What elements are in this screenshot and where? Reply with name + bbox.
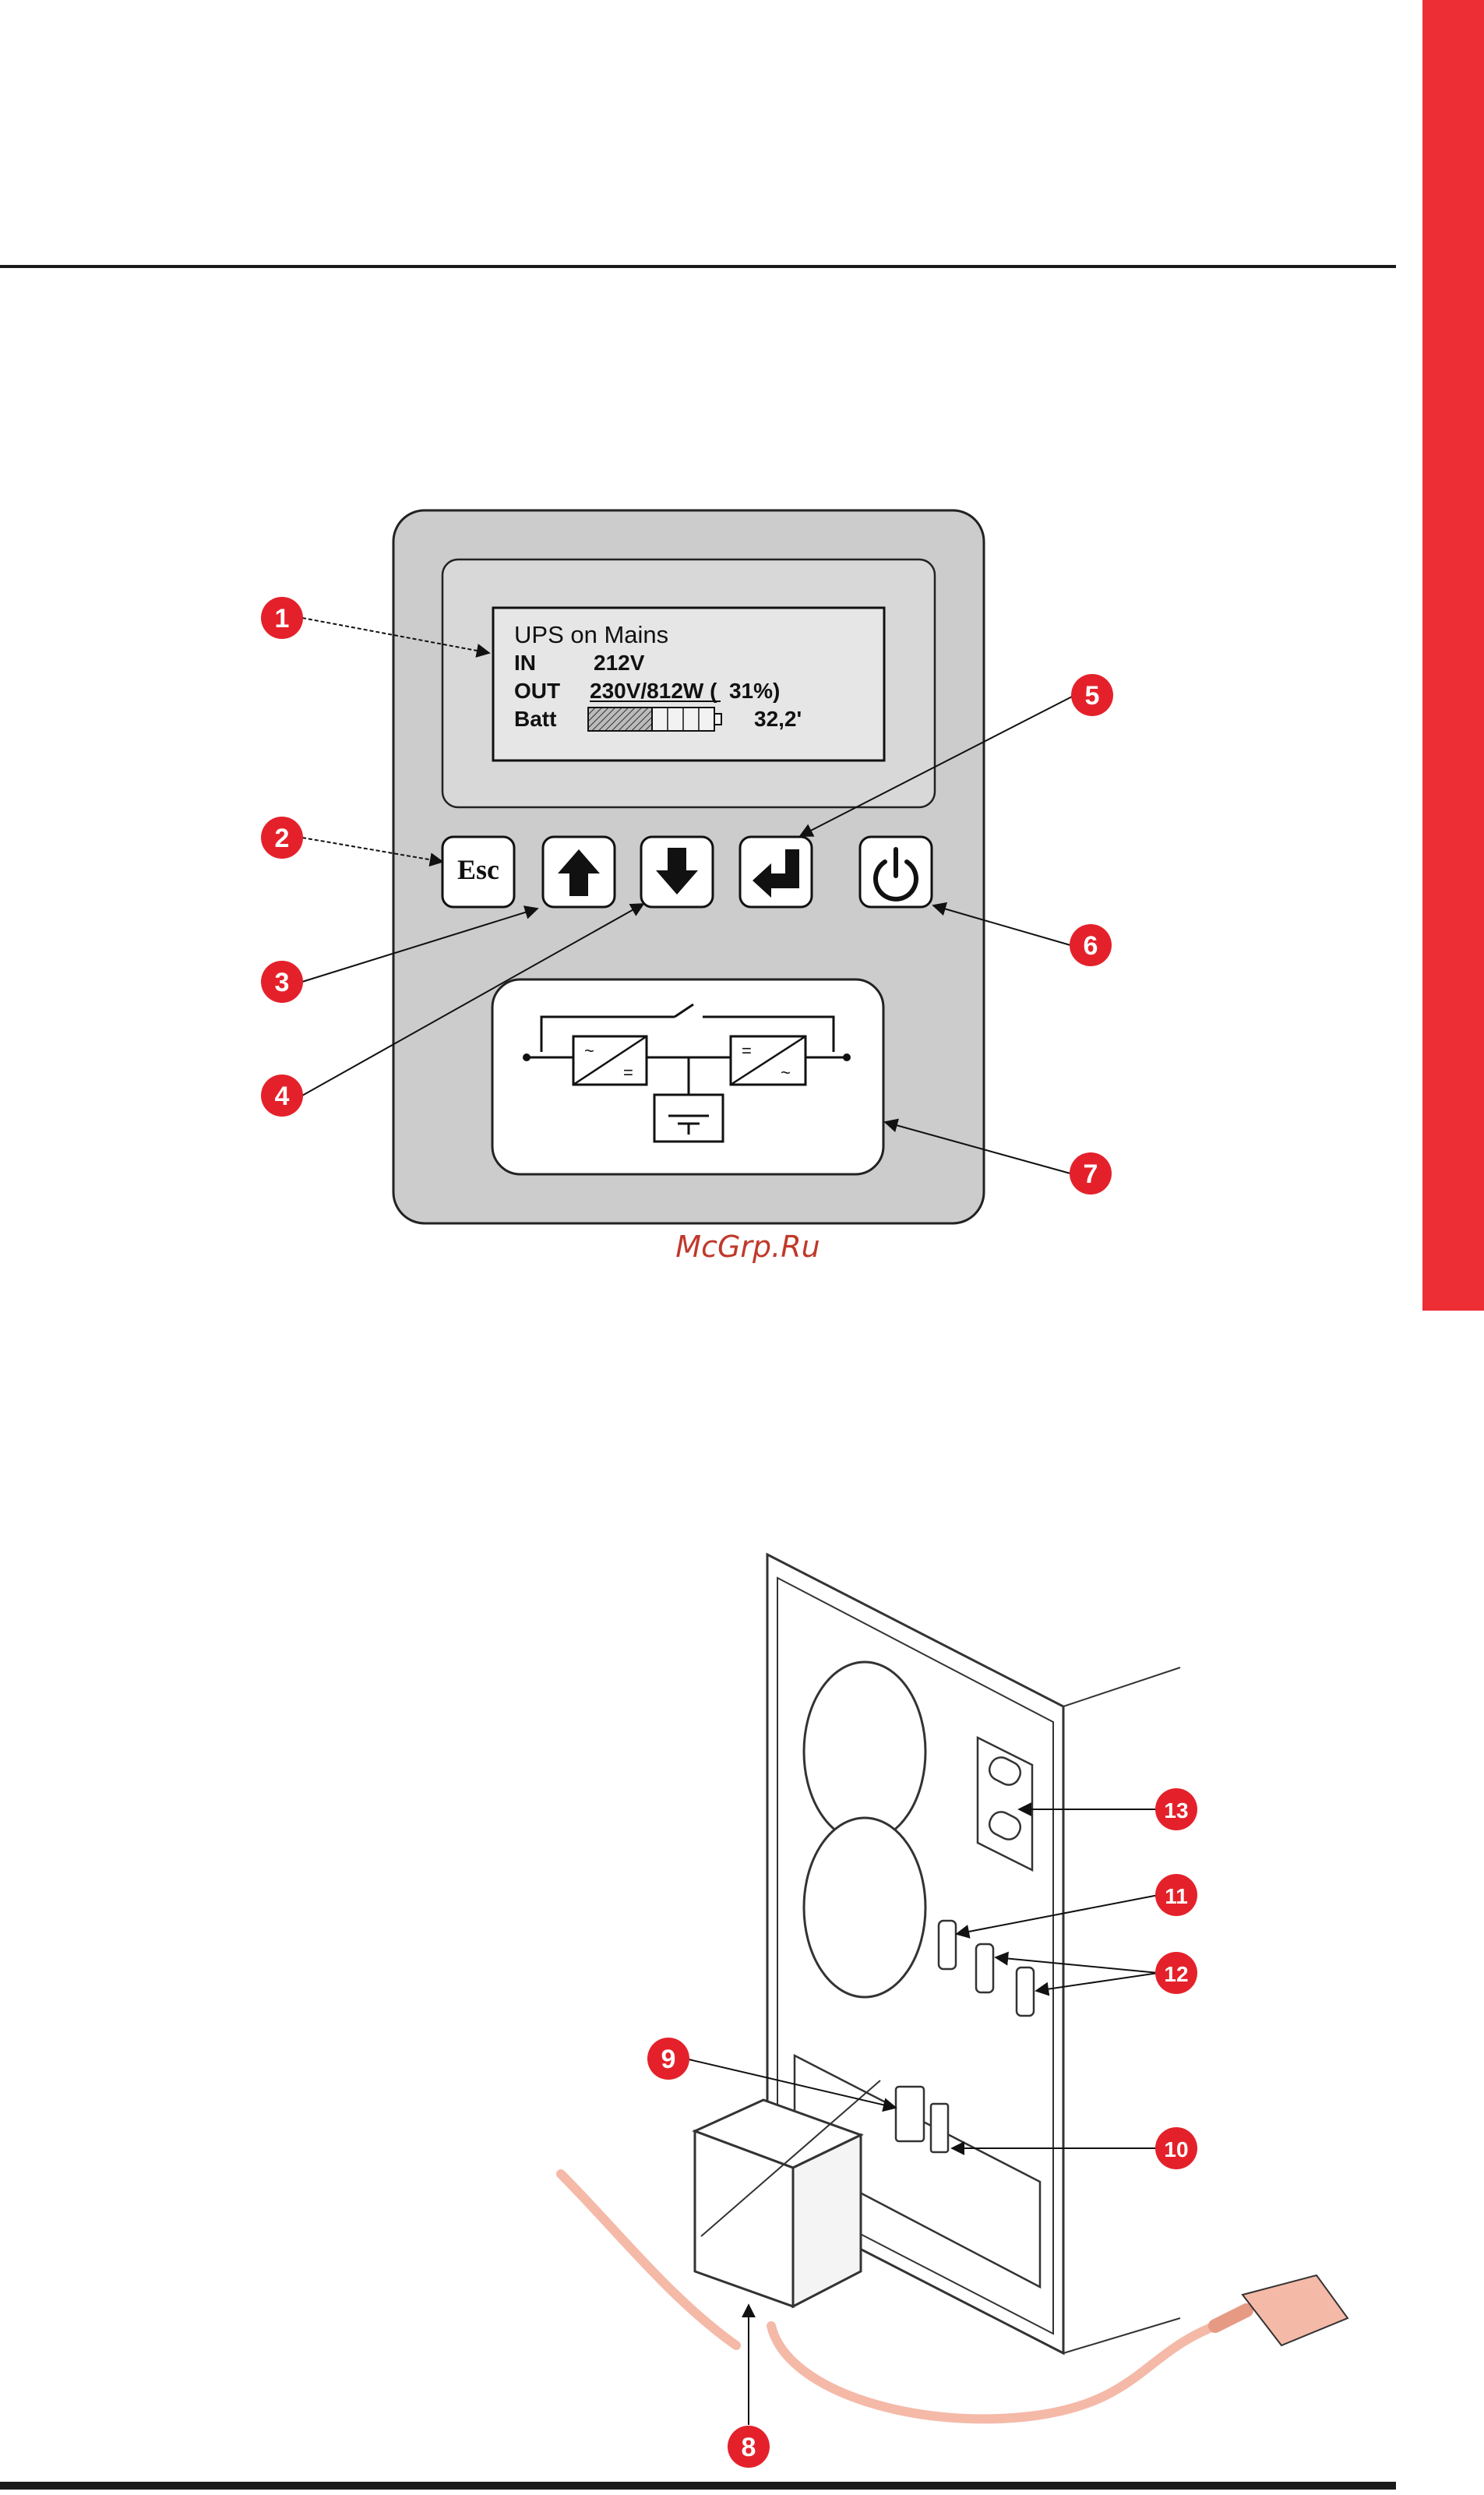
callout-3: 3 [261, 961, 303, 1003]
svg-text:13: 13 [1164, 1798, 1188, 1823]
esc-button[interactable]: Esc [442, 837, 514, 907]
serial-port [976, 1944, 993, 1992]
lcd-display: UPS on Mains IN 212V OUT 230V/812W ( 31%… [442, 559, 935, 807]
svg-text:12: 12 [1164, 1962, 1188, 1986]
svg-text:11: 11 [1165, 1884, 1188, 1908]
watermark: McGrp.Ru [623, 1230, 872, 1264]
callout-13: 13 [1155, 1788, 1197, 1830]
lcd-label-out: OUT [514, 679, 560, 703]
lcd-line-status: UPS on Mains [514, 621, 668, 648]
mimic-diagram: ~ = = ~ [492, 979, 883, 1174]
rectifier-icon: ~ = [573, 1036, 647, 1085]
serial-port [1017, 1967, 1034, 2016]
lcd-value-out: 230V/812W ( 31%) [590, 679, 780, 703]
battery-gauge [588, 708, 721, 731]
svg-text:=: = [742, 1041, 752, 1060]
svg-text:~: ~ [781, 1063, 791, 1082]
callout-11: 11 [1155, 1874, 1197, 1916]
up-button[interactable] [543, 837, 615, 907]
callout-7: 7 [1070, 1152, 1112, 1195]
lcd-value-in: 212V [594, 651, 645, 675]
enter-button[interactable] [740, 837, 812, 907]
input-socket [896, 2087, 924, 2141]
callout-12: 12 [1155, 1952, 1197, 1994]
svg-text:~: ~ [584, 1041, 594, 1060]
fan-grille [804, 1818, 925, 1997]
svg-text:7: 7 [1084, 1159, 1098, 1189]
callout-6: 6 [1070, 924, 1112, 966]
callout-8: 8 [728, 2426, 770, 2468]
svg-text:10: 10 [1164, 2137, 1188, 2162]
power-button[interactable] [860, 837, 932, 907]
inverter-icon: = ~ [731, 1036, 805, 1085]
down-button[interactable] [641, 837, 713, 907]
fan-grille [804, 1662, 925, 1841]
lcd-value-batt: 32,2' [754, 707, 802, 731]
control-panel: UPS on Mains IN 212V OUT 230V/812W ( 31%… [261, 510, 1113, 1223]
plug [1243, 2275, 1348, 2345]
callout-5: 5 [1071, 674, 1113, 716]
footer-rule [0, 2482, 1396, 2490]
callout-9: 9 [647, 2038, 689, 2080]
callout-10: 10 [1155, 2127, 1197, 2169]
svg-text:6: 6 [1084, 931, 1098, 961]
lcd-label-in: IN [514, 651, 536, 675]
svg-text:9: 9 [661, 2045, 676, 2074]
svg-text:8: 8 [742, 2433, 756, 2462]
svg-text:4: 4 [275, 1082, 290, 1111]
svg-text:2: 2 [275, 824, 290, 853]
svg-text:3: 3 [275, 968, 290, 997]
callout-1: 1 [261, 597, 303, 639]
serial-port [939, 1921, 956, 1969]
lcd-label-batt: Batt [514, 707, 556, 731]
svg-text:=: = [623, 1063, 633, 1082]
battery-icon [654, 1095, 723, 1142]
svg-text:1: 1 [275, 604, 290, 633]
svg-text:5: 5 [1085, 681, 1100, 711]
callout-2: 2 [261, 817, 303, 859]
rear-view [561, 1555, 1348, 2425]
input-breaker [931, 2104, 948, 2152]
callout-4: 4 [261, 1075, 303, 1117]
svg-text:Esc: Esc [457, 854, 499, 885]
